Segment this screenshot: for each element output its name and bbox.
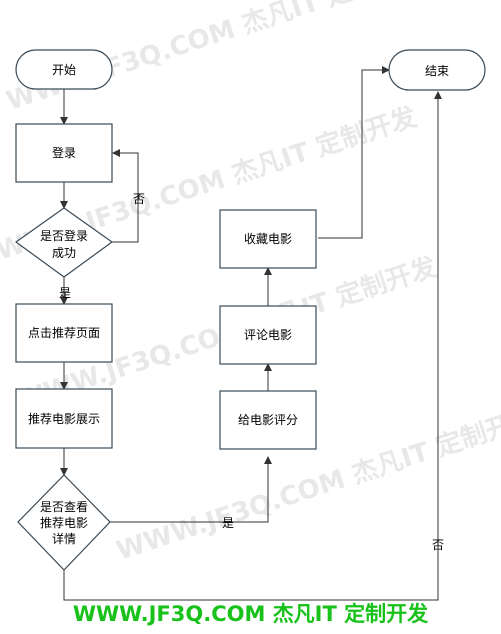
- footer-watermark: WWW.JF3Q.COM 杰凡IT 定制开发: [72, 602, 429, 626]
- login-decision-label-line1: 是否登录: [40, 228, 88, 243]
- login-decision-label-line2: 成功: [52, 246, 76, 260]
- edge-label-login-yes: 是: [59, 286, 71, 300]
- edge-label-detail-yes: 是: [222, 516, 234, 530]
- favorite-box: [219, 209, 317, 269]
- end-label: 结束: [425, 64, 449, 78]
- start-label: 开始: [52, 63, 76, 77]
- view-detail-label-line1: 是否查看: [40, 500, 88, 514]
- end-terminal: [388, 49, 486, 91]
- view-detail-decision: [17, 474, 111, 571]
- comment-label: 评论电影: [244, 328, 292, 342]
- login-decision: [14, 207, 114, 278]
- favorite-label: 收藏电影: [244, 232, 292, 246]
- edge-favorite-end: [318, 66, 390, 239]
- login-label: 登录: [52, 145, 76, 160]
- edge-detail-yes: [110, 456, 272, 523]
- rate-box: [219, 390, 317, 450]
- recommend-show-label: 推荐电影展示: [28, 412, 100, 426]
- view-detail-label-line2: 推荐电影: [40, 516, 88, 530]
- edge-label-login-no: 否: [133, 192, 145, 206]
- comment-box: [219, 305, 317, 365]
- login-box: [15, 123, 113, 183]
- edge-login-no: [112, 149, 139, 243]
- edge-detail-no: [63, 91, 442, 601]
- edges: [60, 66, 442, 601]
- nodes: [14, 49, 486, 571]
- edge-label-detail-no: 否: [432, 538, 444, 552]
- click-recommend-label: 点击推荐页面: [28, 326, 100, 340]
- click-recommend-box: [15, 303, 113, 363]
- recommend-show-box: [15, 388, 113, 449]
- view-detail-label-line3: 详情: [52, 531, 76, 546]
- rate-label: 给电影评分: [238, 413, 298, 427]
- start-terminal: [15, 49, 113, 90]
